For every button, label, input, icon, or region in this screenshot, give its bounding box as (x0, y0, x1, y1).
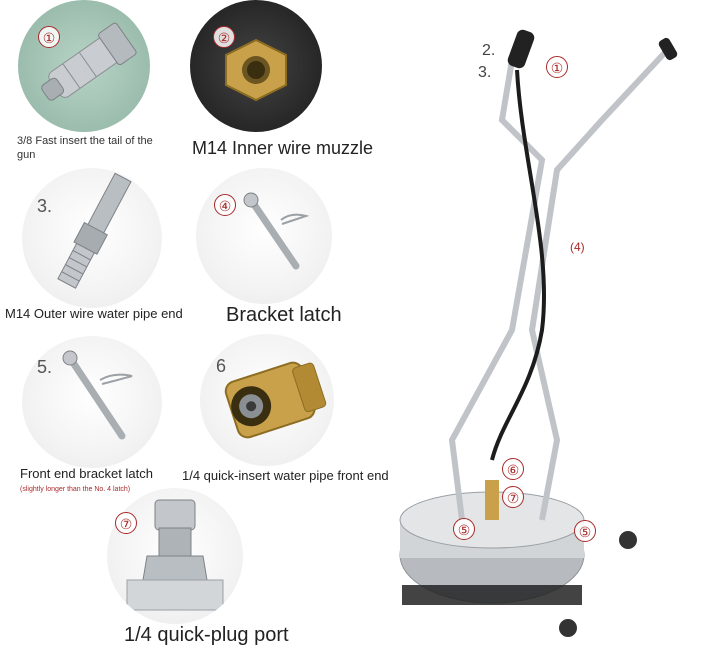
callout-handle-1: ① (546, 56, 568, 78)
part-6-image (200, 334, 334, 466)
quick-plug-illustration (126, 499, 224, 611)
latch-pin-illustration (243, 192, 310, 270)
part-2-marker: ② (213, 26, 235, 48)
part-3-label: M14 Outer wire water pipe end (5, 306, 183, 321)
part-3-image (22, 168, 162, 308)
part-7-image (107, 488, 243, 624)
callout-base-5-left: ⑤ (453, 518, 475, 540)
part-4-marker: ④ (214, 194, 236, 216)
part-6-marker: 6 (216, 356, 227, 376)
part-1-label: 3/8 Fast insert the tail of the gun (17, 135, 153, 161)
part-5-label: Front end bracket latch (20, 466, 153, 481)
part-7-label: 1/4 quick-plug port (124, 624, 289, 646)
part-5-note: (slightly longer than the No. 4 latch) (20, 486, 131, 493)
callout-handle-2: 2. (482, 42, 496, 59)
part-1-marker: ① (38, 26, 60, 48)
callout-base-5-right: ⑤ (574, 520, 596, 542)
part-5-image (22, 336, 162, 468)
part-7-marker: ⑦ (115, 512, 137, 534)
front-latch-pin-illustration (62, 350, 133, 440)
brass-fitting-illustration (225, 38, 287, 102)
part-4-image (196, 168, 332, 304)
callout-handle-3: 3. (478, 64, 492, 81)
part-6-label: 1/4 quick-insert water pipe front end (182, 468, 389, 483)
part-4-label: Bracket latch (226, 304, 342, 326)
callout-hose-6: ⑥ (502, 458, 524, 480)
part-2-label: M14 Inner wire muzzle (192, 138, 374, 158)
brass-coupler-illustration (224, 361, 327, 439)
quick-connector-illustration (41, 22, 137, 101)
callout-latch-4: (4) (570, 240, 585, 254)
part-1-image (18, 0, 150, 132)
part-5-marker: 5. (37, 357, 53, 377)
surface-cleaner-diagram (399, 29, 678, 637)
callout-hose-7: ⑦ (502, 486, 524, 508)
part-3-marker: 3. (37, 196, 53, 216)
part-2-image (190, 0, 322, 132)
pipe-end-illustration (57, 172, 132, 289)
